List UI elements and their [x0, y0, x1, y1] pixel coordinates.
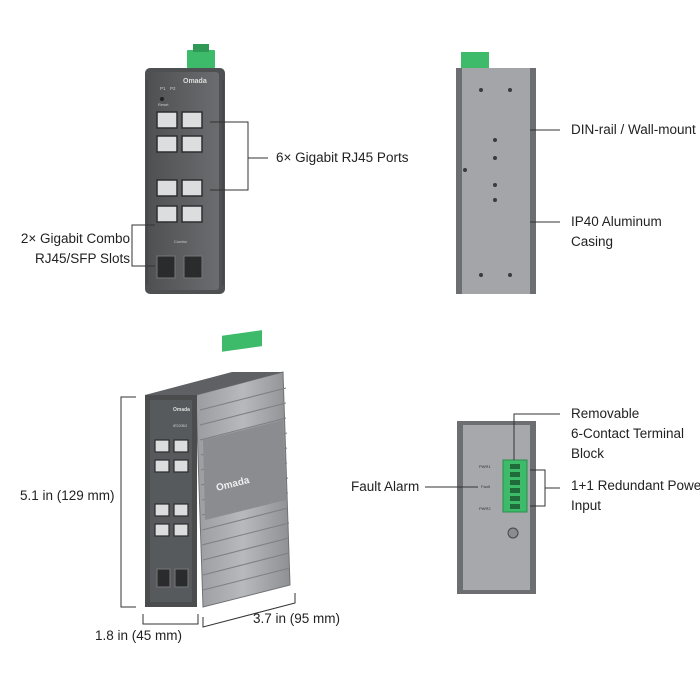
svg-text:PWR2: PWR2	[479, 506, 491, 511]
terminal-label-line2: 6-Contact Terminal	[571, 426, 685, 441]
terminal-label-line1: Removable	[571, 406, 640, 421]
dinrail-label: DIN-rail / Wall-mount	[571, 122, 696, 137]
svg-text:IES208G: IES208G	[173, 424, 187, 428]
iso-view-device: Omada Omada IES208G	[145, 330, 291, 608]
rj45-ports-front	[156, 111, 203, 223]
casing-label-line1: IP40 Aluminum	[571, 214, 662, 229]
terminal-leader	[513, 413, 560, 460]
fault-label: Fault Alarm	[351, 479, 420, 494]
combo-label: 2× Gigabit Combo RJ45/SFP Slots	[21, 229, 130, 269]
terminal-block-back	[461, 52, 489, 68]
svg-text:Omada: Omada	[173, 407, 190, 413]
depth-label: 3.7 in (95 mm)	[253, 611, 341, 626]
svg-text:Reset: Reset	[158, 102, 169, 107]
terminal-block-top	[187, 50, 215, 68]
ports-bracket	[210, 121, 268, 191]
power-bracket	[530, 469, 560, 507]
power-label-line2: Input	[571, 498, 602, 513]
terminal-block-iso	[222, 330, 262, 352]
power-label-line1: 1+1 Redundant Power	[571, 478, 700, 493]
top-view-device: PWR1 Fault PWR2	[457, 421, 536, 594]
casing-label: IP40 Aluminum Casing	[571, 212, 662, 252]
combo-bracket	[131, 224, 155, 267]
height-label: 5.1 in (129 mm)	[20, 488, 115, 503]
front-brand: Omada	[183, 78, 207, 85]
ground-screw	[507, 527, 519, 539]
svg-text:PWR1: PWR1	[479, 464, 491, 469]
width-label: 1.8 in (45 mm)	[95, 628, 183, 643]
svg-text:Combo: Combo	[174, 239, 188, 244]
svg-text:P2: P2	[170, 86, 176, 91]
terminal-label: Removable 6-Contact Terminal Block	[571, 404, 684, 464]
combo-label-line2: RJ45/SFP Slots	[34, 251, 130, 266]
svg-text:Fault: Fault	[481, 484, 491, 489]
casing-label-line2: Casing	[571, 234, 614, 249]
ports-label: 6× Gigabit RJ45 Ports	[276, 150, 409, 165]
combo-label-line1: 2× Gigabit Combo	[20, 231, 130, 246]
sfp-slots-front	[156, 255, 203, 279]
svg-text:P1: P1	[160, 86, 166, 91]
height-dimension	[120, 396, 136, 608]
front-view-device: Omada P1 P2 Reset Combo	[145, 44, 225, 294]
terminal-label-line3: Block	[571, 446, 605, 461]
back-view-device	[456, 52, 536, 294]
power-label: 1+1 Redundant Power Input	[571, 476, 700, 516]
depth-dimension	[202, 593, 296, 628]
width-dimension	[142, 614, 199, 625]
